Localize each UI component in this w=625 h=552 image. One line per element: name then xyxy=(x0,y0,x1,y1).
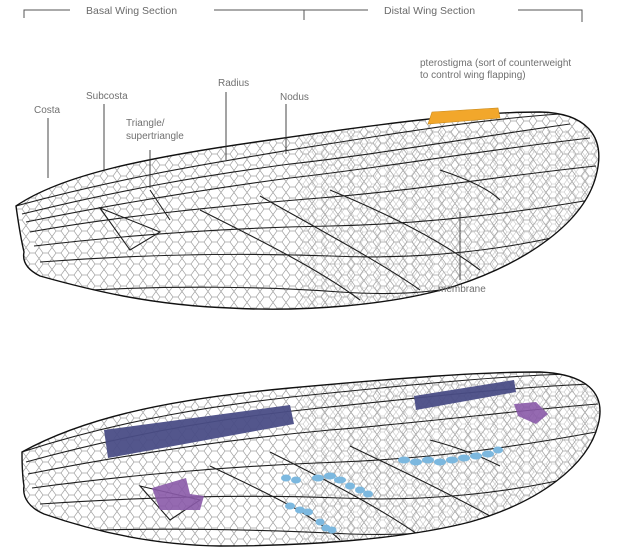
pterostigma-label-line1: pterostigma (sort of counterweight xyxy=(420,58,571,69)
radius-label: Radius xyxy=(218,78,249,89)
distal-wing-section-label: Distal Wing Section xyxy=(384,5,475,17)
header-bracket-right xyxy=(518,10,582,22)
nodus-label: Nodus xyxy=(280,92,309,103)
wing-section-header: Basal Wing Section Distal Wing Section xyxy=(24,5,582,22)
costa-label: Costa xyxy=(34,105,61,116)
triangle-label-line2: supertriangle xyxy=(126,131,184,142)
membrane-label: membrane xyxy=(438,284,486,295)
header-bracket-left xyxy=(24,10,70,18)
pterostigma-label-line2: to control wing flapping) xyxy=(420,70,526,81)
triangle-label-line1: Triangle/ xyxy=(126,118,165,129)
basal-wing-section-label: Basal Wing Section xyxy=(86,5,177,17)
labeled-wing: Costa Subcosta Triangle/ supertriangle R… xyxy=(0,58,625,320)
highlighted-wing xyxy=(0,360,625,552)
subcosta-label: Subcosta xyxy=(86,91,128,102)
